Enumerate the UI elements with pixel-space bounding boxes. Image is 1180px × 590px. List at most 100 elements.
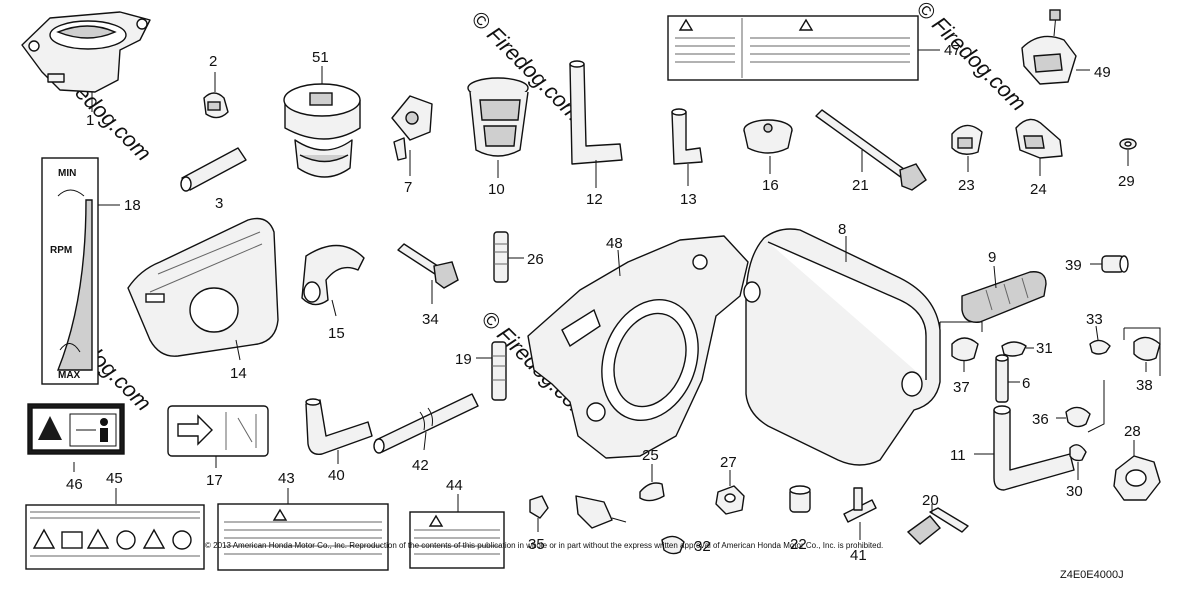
part-label-31: 31: [1036, 340, 1053, 357]
part-label-14: 14: [230, 365, 247, 382]
part-label-6: 6: [1022, 375, 1030, 392]
part-45-safety-label[interactable]: [25, 488, 205, 570]
part-label-36: 36: [1032, 411, 1049, 428]
rpm-label: RPM: [50, 245, 72, 256]
part-label-26: 26: [527, 251, 544, 268]
part-1-fuel-strainer-cup[interactable]: [21, 11, 151, 112]
part-22-plug[interactable]: [789, 485, 811, 513]
part-11-fuel-tube[interactable]: [974, 405, 1075, 491]
part-label-24: 24: [1030, 181, 1047, 198]
part-47-caution-label[interactable]: [667, 15, 940, 81]
part-label-19: 19: [455, 351, 472, 368]
part-label-32: 32: [694, 538, 711, 555]
part-27-nut[interactable]: [715, 470, 745, 515]
part-33-fuel-tube-clip[interactable]: [1089, 325, 1111, 355]
part-7-fuel-cock[interactable]: [391, 95, 433, 176]
part-19-stud-bolt[interactable]: [476, 341, 507, 401]
part-39-collar[interactable]: [1090, 255, 1129, 273]
part-label-20: 20: [922, 492, 939, 509]
part-label-41: 41: [850, 547, 867, 564]
part-9-tank-cushion[interactable]: [961, 265, 1047, 323]
part-10-fuel-filter-screen[interactable]: [467, 77, 529, 178]
part-label-46: 46: [66, 476, 83, 493]
part-24-wire-clamp[interactable]: [1015, 118, 1063, 176]
part-23-hose-clamp[interactable]: [951, 124, 983, 172]
part-label-10: 10: [488, 181, 505, 198]
part-label-15: 15: [328, 325, 345, 342]
part-34-flange-bolt[interactable]: [397, 243, 459, 304]
part-label-38: 38: [1136, 377, 1153, 394]
part-label-30: 30: [1066, 483, 1083, 500]
part-36-hose-clamp[interactable]: [1056, 380, 1105, 433]
part-label-28: 28: [1124, 423, 1141, 440]
part-label-2: 2: [209, 53, 217, 70]
part-label-16: 16: [762, 177, 779, 194]
part-label-9: 9: [988, 249, 996, 266]
part-48-tank-bracket[interactable]: [527, 235, 749, 459]
part-label-12: 12: [586, 191, 603, 208]
part-37-hose-clamp[interactable]: [939, 321, 983, 372]
part-41-tee-joint[interactable]: [843, 487, 877, 540]
part-label-39: 39: [1065, 257, 1082, 274]
part-49-fuel-switch[interactable]: [1021, 9, 1090, 85]
part-label-51: 51: [312, 49, 329, 66]
part-2-hose-clip[interactable]: [203, 72, 229, 119]
part-8-fuel-tank[interactable]: [743, 228, 941, 466]
part-14-muffler-protector[interactable]: [127, 217, 279, 361]
part-label-47: 47: [944, 42, 961, 59]
part-28-flange-nut[interactable]: [1113, 440, 1161, 501]
part-3-fuel-tube[interactable]: [180, 147, 247, 192]
part-40-drain-tube[interactable]: [305, 398, 373, 464]
part-label-40: 40: [328, 467, 345, 484]
part-12-breather-tube[interactable]: [569, 60, 623, 188]
part-label-7: 7: [404, 179, 412, 196]
part-46-warning-label[interactable]: [27, 403, 125, 472]
min-label: MIN: [58, 168, 76, 179]
part-label-3: 3: [215, 195, 223, 212]
part-label-42: 42: [412, 457, 429, 474]
part-35-plug[interactable]: [529, 495, 549, 532]
part-inline-fuel-filter[interactable]: [575, 495, 627, 529]
part-18-speed-control-label[interactable]: MIN RPM MAX: [41, 157, 120, 385]
part-label-13: 13: [680, 191, 697, 208]
max-label: MAX: [58, 370, 81, 381]
part-15-starter-grip[interactable]: [301, 244, 365, 317]
part-44-caution-label[interactable]: [409, 494, 505, 569]
part-label-27: 27: [720, 454, 737, 471]
part-25-woodruff-key[interactable]: [639, 464, 665, 502]
part-26-stud-bolt[interactable]: [493, 231, 524, 283]
copyright-notice: © 2013 American Honda Motor Co., Inc. Re…: [205, 541, 883, 550]
part-label-21: 21: [852, 177, 869, 194]
part-32-clamp[interactable]: [661, 535, 685, 555]
part-label-37: 37: [953, 379, 970, 396]
part-label-33: 33: [1086, 311, 1103, 328]
part-20-bolt[interactable]: [906, 504, 969, 545]
part-label-45: 45: [106, 470, 123, 487]
part-16-grommet[interactable]: [743, 119, 793, 174]
part-label-11: 11: [950, 447, 966, 464]
part-6-fuel-joint[interactable]: [995, 354, 1020, 403]
part-31-tube-clip[interactable]: [1001, 341, 1034, 357]
part-label-22: 22: [790, 536, 807, 553]
part-30-tube-clip[interactable]: [1069, 444, 1087, 480]
part-38-hose-clamp[interactable]: [1123, 327, 1161, 376]
part-label-1: 1: [86, 112, 94, 129]
part-label-34: 34: [422, 311, 439, 328]
part-13-tube[interactable]: [671, 108, 703, 186]
watermark-text: © Firedog.com: [911, 0, 1031, 116]
part-label-23: 23: [958, 177, 975, 194]
part-29-washer[interactable]: [1119, 138, 1137, 166]
part-label-35: 35: [528, 536, 545, 553]
part-label-48: 48: [606, 235, 623, 252]
part-label-43: 43: [278, 470, 295, 487]
part-label-18: 18: [124, 197, 141, 214]
part-label-8: 8: [838, 221, 846, 238]
part-label-25: 25: [642, 447, 659, 464]
part-51-fuel-cap[interactable]: [283, 66, 361, 178]
part-label-29: 29: [1118, 173, 1135, 190]
part-17-direction-label[interactable]: [167, 405, 269, 468]
part-42-fuel-tube[interactable]: [373, 393, 479, 454]
part-43-caution-label[interactable]: [217, 488, 389, 571]
part-21-flange-bolt[interactable]: [815, 109, 927, 191]
